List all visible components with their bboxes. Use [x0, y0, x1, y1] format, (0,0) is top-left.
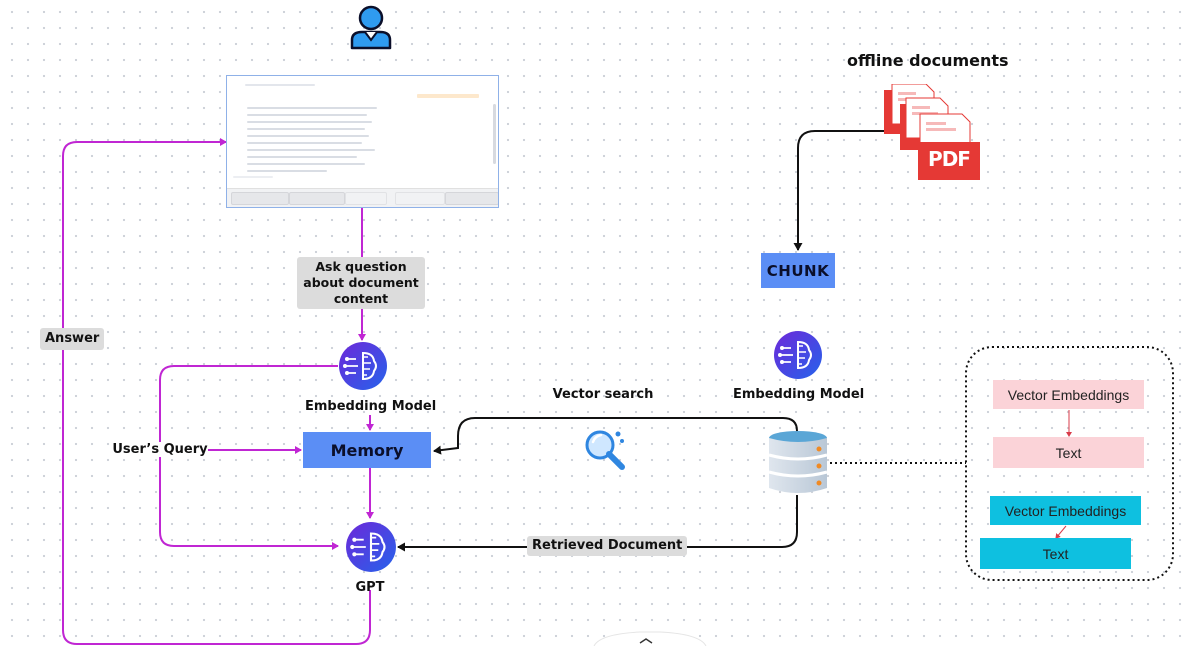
user-avatar-icon — [350, 5, 392, 50]
text-box-2: Text — [980, 538, 1131, 569]
vector-embeddings-box-2: Vector Embeddings — [990, 496, 1141, 525]
panel-arrow-2 — [1055, 525, 1067, 539]
pdf-stack-icon — [884, 84, 980, 180]
magnifier-icon — [585, 430, 625, 470]
vector-embeddings-box-1: Vector Embeddings — [993, 380, 1144, 409]
ask-question-label: Ask question about document content — [297, 257, 425, 309]
vector-search-label: Vector search — [552, 387, 654, 402]
bottom-handle — [593, 631, 707, 646]
pdf-badge-text: PDF — [928, 147, 971, 171]
embedding-model-right-icon — [774, 331, 822, 379]
gpt-icon — [346, 522, 396, 572]
embedding-model-left-icon — [339, 342, 387, 390]
memory-box: Memory — [303, 432, 431, 468]
chat-screenshot-thumbnail — [226, 75, 499, 208]
text-box-1: Text — [993, 437, 1144, 468]
answer-label: Answer — [40, 328, 105, 350]
line-answer-loop — [62, 138, 371, 645]
embedding-model-left-label: Embedding Model — [305, 399, 437, 414]
chunk-box: CHUNK — [761, 253, 835, 288]
offline-documents-title: offline documents — [847, 51, 1009, 70]
vector-store-panel — [965, 346, 1174, 581]
line-retrieved-document — [397, 495, 798, 552]
retrieved-document-label: Retrieved Document — [527, 536, 688, 556]
embedding-model-right-label: Embedding Model — [733, 387, 865, 402]
users-query-label: User’s Query — [112, 442, 208, 457]
line-vector-search — [433, 417, 798, 455]
gpt-label: GPT — [355, 580, 385, 595]
database-server-icon — [768, 431, 828, 493]
line-pdf-to-chunk — [793, 130, 887, 251]
